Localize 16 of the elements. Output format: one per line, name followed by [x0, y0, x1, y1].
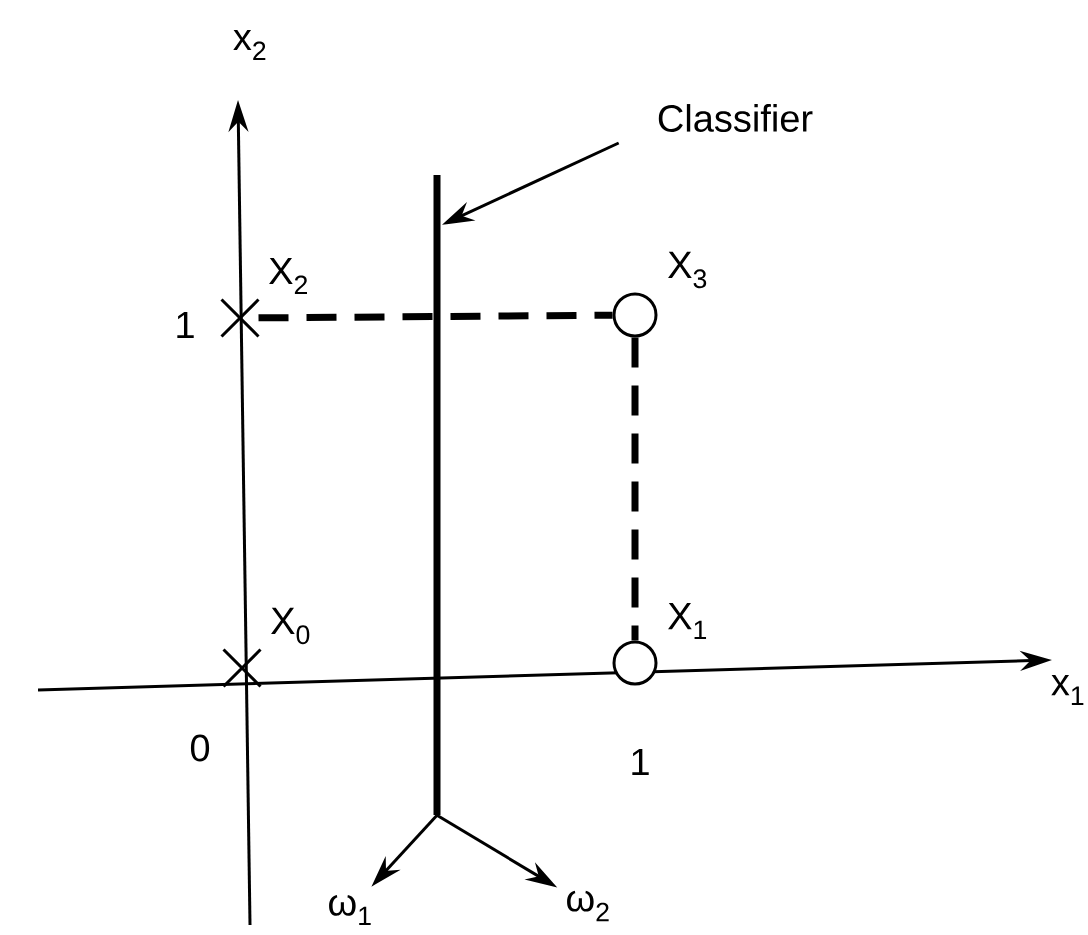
circle-marker — [612, 640, 658, 686]
axis-label: x$_{2}$ — [233, 29, 266, 61]
point-label: X$_{1}$ — [668, 603, 707, 639]
label-text: ω$_{1}$ — [329, 894, 371, 926]
axis-label: x$_{1}$ — [1051, 675, 1084, 705]
cross-marker — [220, 298, 260, 338]
cross-marker — [222, 648, 262, 688]
point-label: X$_{0}$ — [271, 607, 310, 645]
point-label: X$_{2}$ — [269, 257, 307, 295]
axis-label: 0 — [190, 734, 210, 762]
label-text: ω$_{2}$ — [567, 890, 609, 922]
circle-marker — [612, 292, 658, 338]
label-text: Classifier — [658, 104, 813, 132]
point-label: X$_{3}$ — [668, 251, 707, 289]
axis-label: 1 — [632, 748, 649, 776]
dashed-line — [631, 337, 639, 641]
